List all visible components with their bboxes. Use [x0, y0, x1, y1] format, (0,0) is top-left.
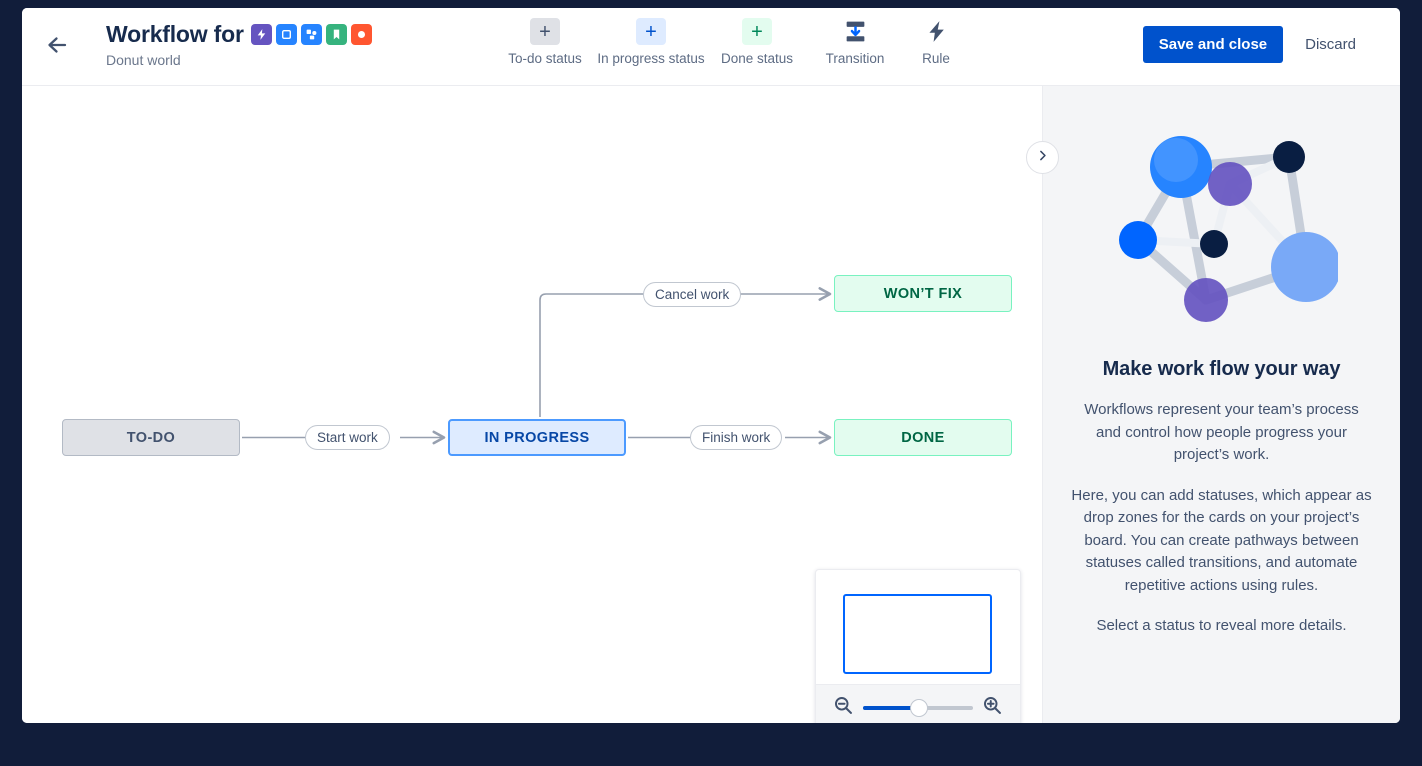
add-in-progress-status-label: In progress status [597, 51, 705, 66]
panel-toggle-button[interactable] [1026, 141, 1059, 174]
status-node-in-progress-label: IN PROGRESS [484, 429, 590, 446]
status-node-done[interactable]: DONE [834, 419, 1012, 456]
app-window: Workflow for [22, 8, 1400, 723]
add-todo-status-label: To-do status [508, 51, 582, 66]
zoom-slider-thumb[interactable] [910, 698, 929, 717]
panel-paragraph-1: Workflows represent your team’s process … [1084, 401, 1359, 463]
transition-label-finish-work[interactable]: Finish work [690, 425, 783, 450]
status-node-todo[interactable]: TO-DO [62, 419, 240, 456]
bolt-icon [250, 23, 272, 45]
bookmark-icon [325, 23, 347, 45]
add-rule-button[interactable]: Rule [900, 18, 972, 66]
add-transition-label: Transition [825, 51, 885, 66]
minimap-viewport[interactable] [843, 594, 992, 674]
transition-icon [840, 18, 870, 45]
add-done-status-label: Done status [720, 51, 794, 66]
project-icon-group [250, 23, 372, 45]
workflow-canvas[interactable]: TO-DO IN PROGRESS DONE WON’T FIX Start w… [22, 86, 1022, 723]
back-button[interactable] [40, 30, 74, 64]
add-rule-label: Rule [922, 51, 950, 66]
sitemap-icon [300, 23, 322, 45]
toolbar: + To-do status + In progress status + Do… [492, 18, 972, 66]
header-actions: Save and close Discard [1142, 26, 1370, 63]
panel-paragraph-3: Select a status to reveal more details. [1096, 617, 1347, 634]
square-outline-icon [275, 23, 297, 45]
zoom-out-icon[interactable] [833, 695, 854, 721]
workflow-edges [242, 287, 832, 445]
discard-button[interactable]: Discard [1291, 26, 1370, 63]
add-transition-button[interactable]: Transition [810, 18, 900, 66]
add-in-progress-status-button[interactable]: + In progress status [597, 18, 705, 66]
bolt-icon [921, 18, 951, 45]
page-subtitle: Donut world [106, 52, 181, 68]
node-graph-illustration [1071, 122, 1372, 322]
zoom-controls [816, 684, 1020, 723]
add-todo-status-button[interactable]: + To-do status [492, 18, 598, 66]
plus-icon: + [530, 18, 560, 45]
plus-icon: + [636, 18, 666, 45]
save-and-close-button[interactable]: Save and close [1142, 26, 1284, 63]
info-panel: Make work flow your way Workflows repres… [1042, 86, 1400, 723]
status-node-wont-fix[interactable]: WON’T FIX [834, 275, 1012, 312]
minimap[interactable] [815, 569, 1021, 723]
plus-icon: + [742, 18, 772, 45]
page-title: Workflow for [106, 19, 372, 49]
status-node-wont-fix-label: WON’T FIX [883, 285, 963, 302]
app-header: Workflow for [22, 8, 1400, 86]
transition-label-start-work[interactable]: Start work [305, 425, 390, 450]
status-node-todo-label: TO-DO [126, 429, 176, 446]
panel-heading: Make work flow your way [1102, 358, 1341, 380]
page-title-text: Workflow for [106, 21, 244, 47]
chevron-right-icon [1036, 149, 1049, 167]
add-done-status-button[interactable]: + Done status [704, 18, 810, 66]
zoom-in-icon[interactable] [982, 695, 1003, 721]
zoom-slider-fill [863, 705, 920, 710]
zoom-slider[interactable] [863, 698, 973, 717]
transition-label-cancel-work[interactable]: Cancel work [643, 282, 742, 307]
circle-icon [350, 23, 372, 45]
arrow-left-icon [45, 33, 69, 62]
status-node-in-progress[interactable]: IN PROGRESS [448, 419, 626, 456]
status-node-done-label: DONE [901, 429, 945, 446]
panel-paragraph-2: Here, you can add statuses, which appear… [1071, 486, 1372, 594]
title-block: Workflow for [106, 19, 372, 70]
